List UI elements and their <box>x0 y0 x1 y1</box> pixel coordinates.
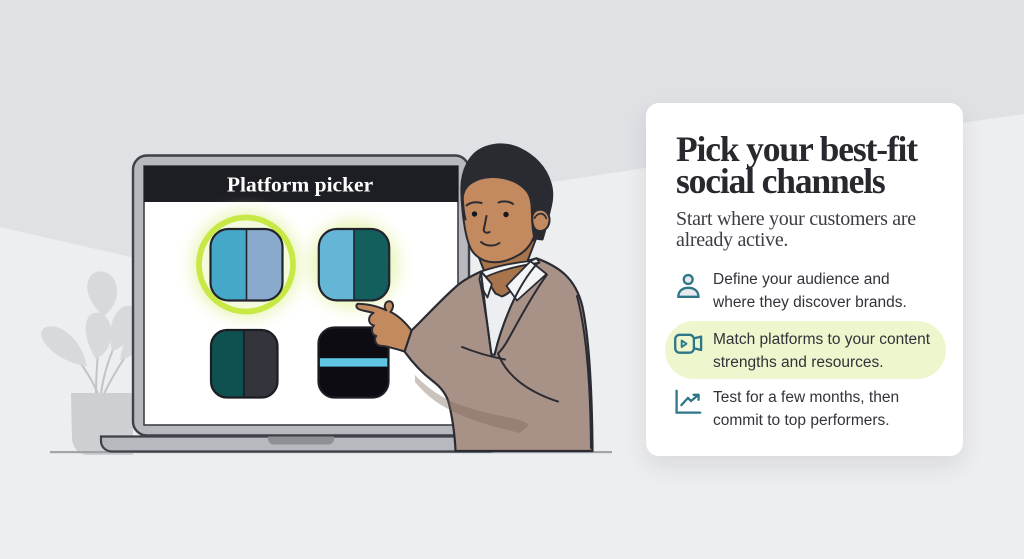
svg-text:Platform picker: Platform picker <box>227 173 374 197</box>
